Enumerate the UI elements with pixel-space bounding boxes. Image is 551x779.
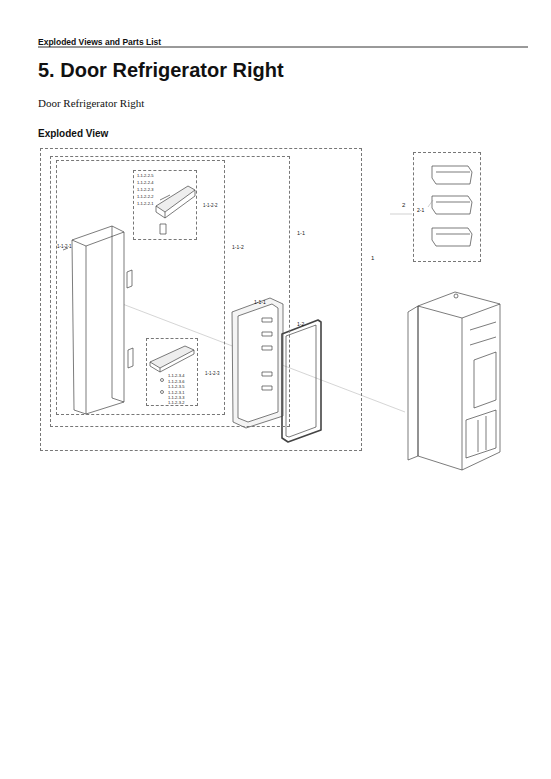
- page-title: 5. Door Refrigerator Right: [38, 60, 284, 80]
- door-liner: [232, 298, 283, 428]
- subtitle: Door Refrigerator Right: [38, 98, 144, 109]
- callout-number: 1-2: [297, 322, 304, 327]
- callout-number: 1-1-2-3-1: [168, 391, 184, 395]
- dashed-group-box: 11-11-1-21-1-2-21-1-2-3: [40, 148, 362, 451]
- door-cap-bottom: [150, 346, 194, 394]
- header-text: Exploded Views and Parts List: [38, 38, 161, 47]
- callout-number: 1-1: [297, 231, 305, 237]
- callout-number: 1-1-2-3-4: [168, 374, 184, 378]
- hinge-bracket: [127, 270, 133, 368]
- callout-number: 1: [371, 255, 374, 261]
- callout-number: 1-1-2-3-2: [168, 401, 184, 405]
- door-cap-top: [156, 186, 195, 234]
- door-gasket: [282, 320, 321, 442]
- callout-number: 2: [402, 202, 405, 208]
- callout-number: 1-1-2-3-6: [168, 380, 184, 384]
- callout-number: 1-1-2: [232, 245, 244, 250]
- callout-number: 1-1-1: [254, 300, 266, 305]
- callout-number: 1-1-2-3: [205, 372, 220, 377]
- callout-number: 1-1-2-2-3: [137, 188, 153, 192]
- callout-number: 1-1-2-2: [203, 204, 218, 209]
- callout-number: 1-1-2-1: [57, 245, 72, 250]
- callout-number: 1-1-2-2-5: [137, 174, 153, 178]
- section-heading: Exploded View: [38, 129, 108, 139]
- callout-number: 1-1-2-2-1: [137, 202, 153, 206]
- callout-number: 1-1-2-2-4: [137, 181, 153, 185]
- header-rule: [38, 47, 528, 48]
- callout-number: 1-1-2-3-3: [168, 396, 184, 400]
- callout-number: 1-1-2-2-2: [137, 195, 153, 199]
- refrigerator-body: [408, 292, 500, 470]
- callout-number: 2-1: [417, 208, 424, 213]
- dashed-group-box: 2: [413, 152, 481, 262]
- callout-number: 1-1-2-3-5: [168, 385, 184, 389]
- door-bin: [428, 166, 472, 246]
- door-panel: [63, 226, 124, 414]
